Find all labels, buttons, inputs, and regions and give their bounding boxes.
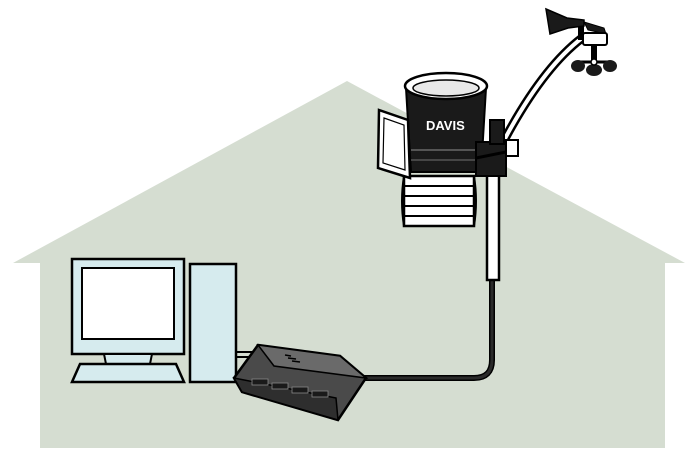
wind-vane-icon [545, 7, 607, 40]
house-shape [13, 81, 685, 448]
computer-keyboard [70, 362, 186, 384]
radiation-shield-icon [401, 174, 477, 228]
console-vents [284, 354, 301, 363]
station-logo: DAVIS [426, 118, 465, 133]
mast-pole [485, 168, 501, 282]
cable-line-inner [360, 183, 494, 380]
anemometer-icon [571, 32, 617, 76]
house-silhouette-icon [13, 81, 685, 448]
data-cable-icon [359, 182, 495, 381]
anemometer-arm [494, 33, 587, 155]
computer-tower [188, 262, 238, 384]
logo-text: DAVIS [426, 118, 465, 133]
console-buttons [251, 378, 329, 398]
computer-monitor [70, 257, 186, 365]
rain-collector-icon: DAVIS [403, 71, 489, 173]
desktop-computer-icon [70, 257, 238, 384]
solar-panel-icon [376, 108, 412, 180]
mounting-bracket [475, 119, 519, 177]
weather-console-icon [232, 343, 369, 422]
